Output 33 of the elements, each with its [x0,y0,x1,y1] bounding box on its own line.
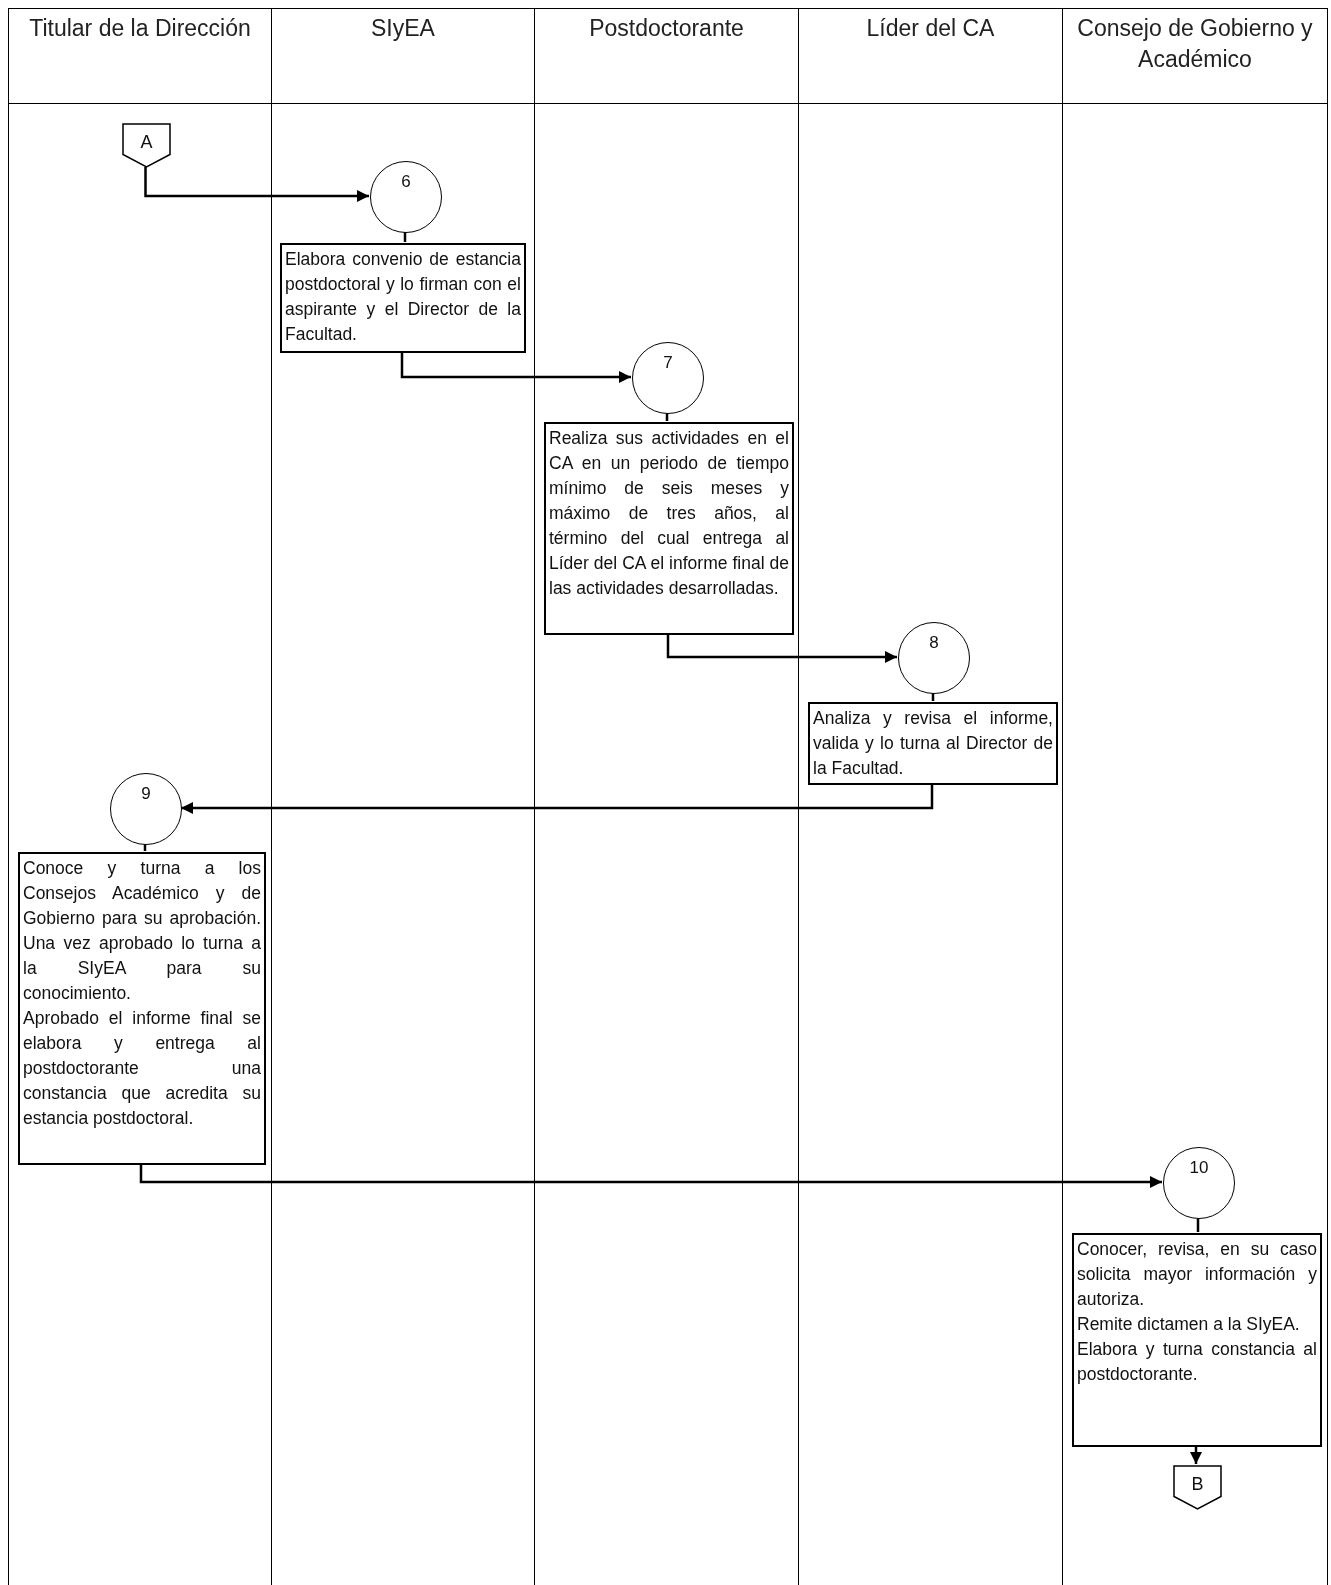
step-number: 10 [1188,1158,1210,1178]
step-number: 8 [928,633,940,653]
arrow [666,634,897,663]
step-text: Conoce y turna a los Consejos Académico y de Gobierno para su aprobación. Una vez aprobado lo turna a la SIyEA para su conocimiento. [23,857,261,1005]
arrow [139,1164,1162,1188]
arrow [144,167,369,202]
step-number: 9 [140,784,152,804]
step-text: Conocer, revisa, en su caso solicita mayor información y autoriza. [1077,1238,1317,1311]
arrow [1190,1446,1202,1464]
step-text: Aprobado el informe final se elabora y entrega al postdoctorante una constancia que acredita su estancia postdoctoral. [23,1007,261,1130]
offpage-connector [1173,1465,1222,1510]
connector-label: A [139,132,154,153]
step-number: 7 [662,353,674,373]
connector-label: B [1190,1474,1205,1495]
step-text: Remite dictamen a la SIyEA. [1077,1313,1301,1336]
step-text: Realiza sus actividades en el CA en un periodo de tiempo mínimo de seis meses y máximo de tres años, al término del cual entrega al Líder del CA el informe final de las actividades desarrolladas. [549,427,789,600]
step-text: Elabora y turna constancia al postdoctorante. [1077,1338,1317,1386]
process-box [544,422,794,635]
arrow [181,784,934,814]
step-text: Elabora convenio de estancia postdoctoral y lo firman con el aspirante y el Director de la Facultad. [285,248,521,346]
step-number: 6 [400,172,412,192]
process-box [18,852,266,1165]
offpage-connector [122,123,171,168]
lane-header: SIyEA [272,9,534,104]
swimlane [1062,8,1328,1585]
lane-header: Postdoctorante [535,9,798,104]
step-text: Analiza y revisa el informe, valida y lo turna al Director de la Facultad. [813,707,1053,780]
process-box [1072,1233,1322,1447]
lane-header: Consejo de Gobierno y Académico [1063,9,1327,104]
arrow [400,352,631,383]
lane-header: Líder del CA [799,9,1062,104]
swimlane [8,8,272,1585]
lane-header: Titular de la Dirección [9,9,271,104]
